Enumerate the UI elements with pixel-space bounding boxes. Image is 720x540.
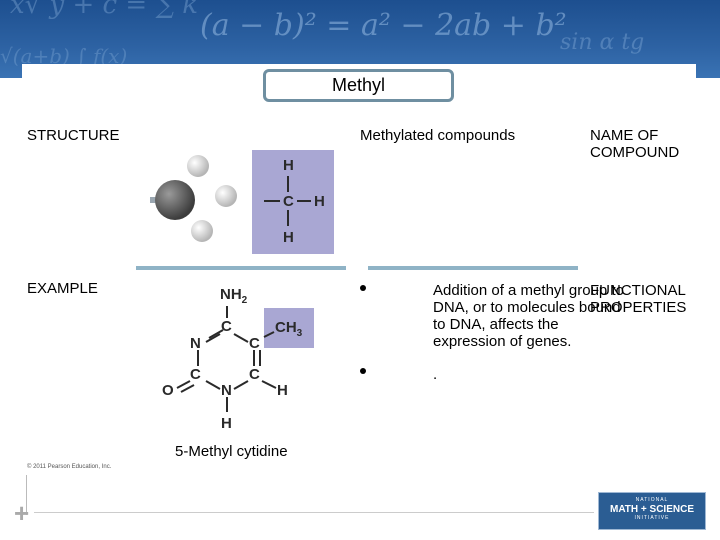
cytidine-atom-c6: C (249, 366, 260, 383)
footer-line (34, 512, 594, 513)
methyl-highlight-box (264, 308, 314, 348)
cytidine-caption: 5-Methyl cytidine (175, 443, 288, 460)
plus-icon: + (14, 498, 30, 528)
nms-logo: NATIONAL MATH + SCIENCE INITIATIVE (598, 492, 706, 530)
cytidine-atom-c4: C (221, 318, 232, 335)
cytidine-structure-bonds (176, 306, 277, 412)
banner-decoration: sin α tg (560, 30, 645, 55)
banner-equation: (a − b)² = a² − 2ab + b² (200, 8, 567, 43)
cytidine-atom-n3: N (190, 335, 201, 352)
methyl-right-h: H (314, 193, 325, 210)
logo-line2: MATH + SCIENCE (610, 504, 694, 515)
methyl-3d-model-icon (150, 155, 237, 242)
slide-body (22, 64, 696, 474)
banner-decoration: x√ y + c = ∑ k (10, 0, 198, 20)
methyl-top-h: H (283, 157, 294, 174)
row-divider-right (368, 266, 578, 270)
functional-properties-header: FUNCTIONAL PROPERTIES (590, 282, 687, 316)
cytidine-ch3: CH3 (275, 319, 303, 339)
name-of-compound-header: NAME OF COMPOUND (590, 127, 680, 161)
methylated-header: Methylated compounds (360, 127, 516, 144)
structure-header: STRUCTURE (27, 127, 120, 144)
example-header: EXAMPLE (27, 280, 98, 297)
cytidine-atom-h6: H (277, 382, 288, 399)
cytidine-atom-h1: H (221, 415, 232, 432)
logo-line1: NATIONAL (635, 497, 669, 503)
slide-title: Methyl (263, 69, 454, 102)
copyright-text: © 2011 Pearson Education, Inc. (27, 464, 112, 470)
cytidine-atom-c2: C (190, 366, 201, 383)
cytidine-atom-c5: C (249, 335, 260, 352)
footer-vertical-line (26, 475, 27, 515)
methyl-bottom-h: H (283, 229, 294, 246)
logo-line3: INITIATIVE (634, 515, 670, 521)
bullet-dot (360, 285, 366, 291)
cytidine-atom-n1: N (221, 382, 232, 399)
row-divider-left (136, 266, 346, 270)
bullet-dot (360, 368, 366, 374)
cytidine-nh2: NH2 (220, 286, 248, 306)
bullet-text: Addition of a methyl group to DNA, or to… (433, 282, 624, 350)
methyl-formula-bonds (264, 176, 311, 226)
slide-title-text: Methyl (331, 75, 385, 95)
cytidine-atom-o: O (162, 382, 174, 399)
bullet-text: . (433, 366, 438, 383)
methyl-carbon: C (283, 193, 294, 210)
